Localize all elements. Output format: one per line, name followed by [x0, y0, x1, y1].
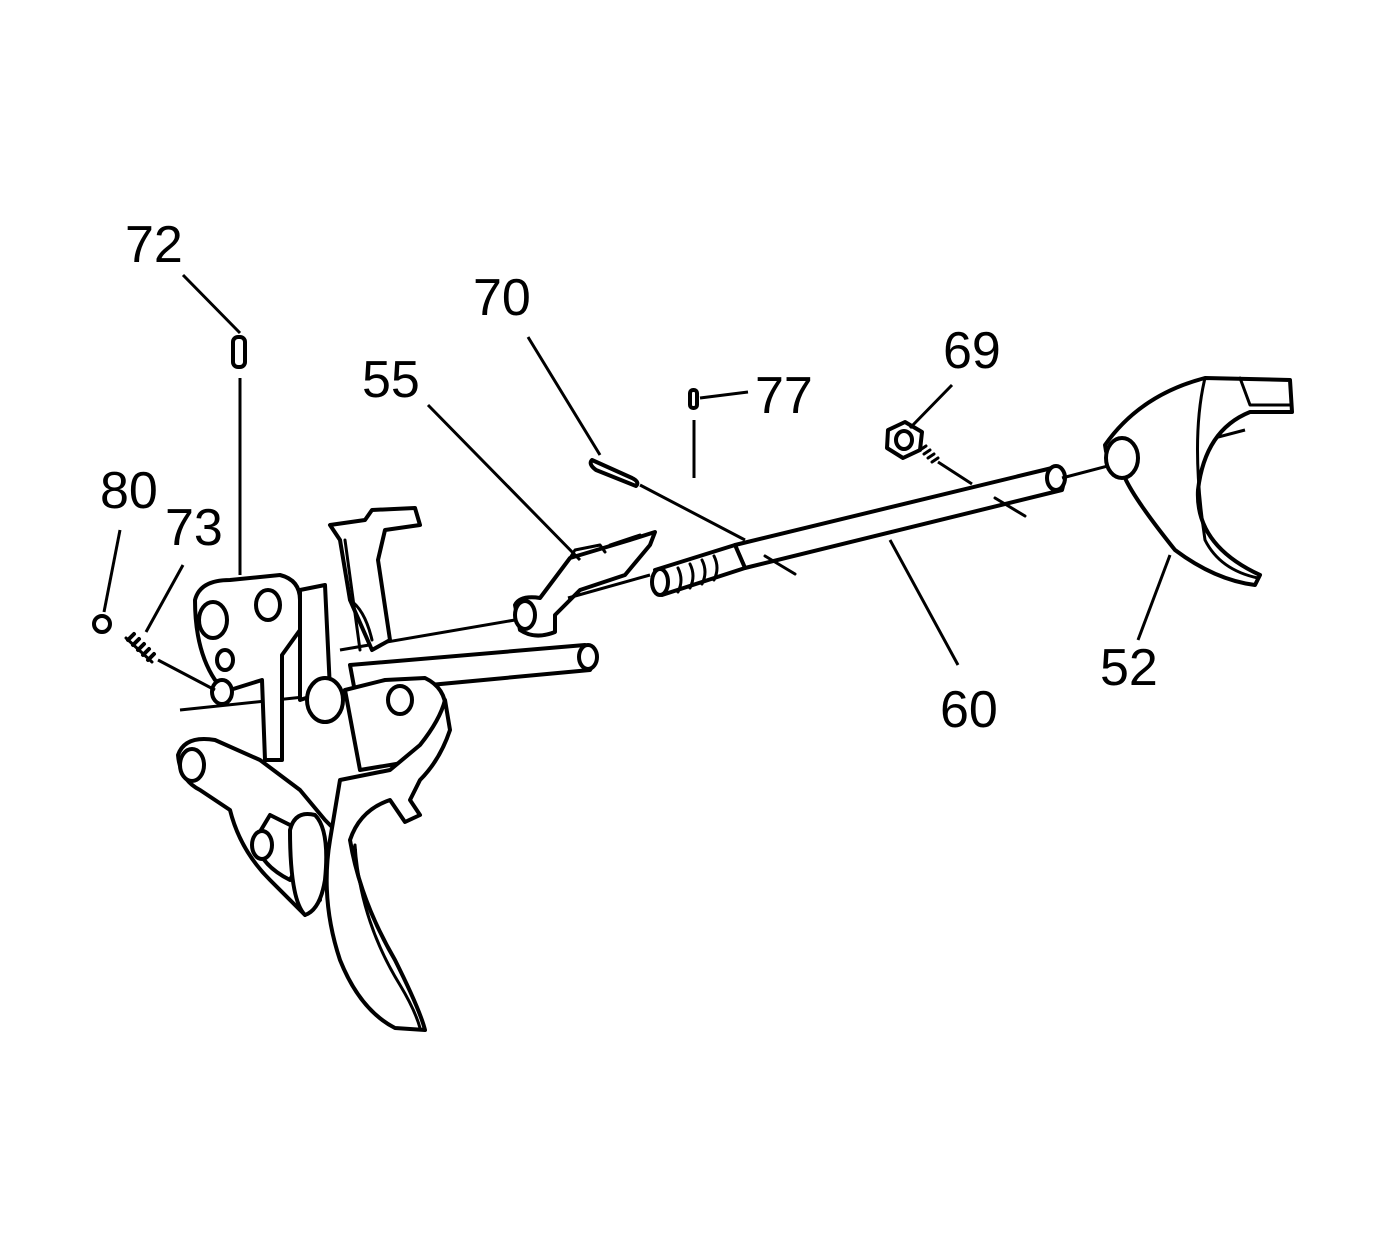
leader-60	[888, 539, 960, 666]
ball-80	[92, 614, 112, 634]
shift-fork-52	[1103, 376, 1294, 587]
callout-80: 80	[100, 462, 158, 520]
leader-55	[426, 403, 582, 562]
callout-55: 55	[362, 351, 420, 409]
pin-72	[231, 335, 247, 575]
leader-77	[699, 390, 749, 400]
shift-lug-55	[513, 530, 657, 638]
callout-77: 77	[755, 367, 813, 425]
callout-72: 72	[125, 216, 183, 274]
callout-60: 60	[940, 681, 998, 739]
callout-52: 52	[1100, 639, 1158, 697]
leader-73	[144, 564, 185, 633]
bolt-69	[885, 420, 973, 486]
spring-73	[124, 632, 216, 692]
rail-detent-section	[650, 543, 747, 597]
left-shift-assembly	[176, 506, 452, 1032]
pin-77	[688, 388, 699, 478]
leader-80	[102, 529, 122, 613]
shift-rail-60	[733, 428, 1246, 576]
leader-69	[908, 383, 954, 430]
callout-73: 73	[165, 499, 223, 557]
callout-70: 70	[473, 269, 531, 327]
leader-72	[181, 273, 242, 335]
roll-pin-70	[588, 458, 746, 542]
leader-70	[526, 336, 602, 456]
leader-52	[1136, 554, 1172, 641]
callout-labels: 72 70 69 55 77 80 73 52 60	[100, 216, 1158, 739]
callout-leaders	[102, 273, 1172, 666]
callout-69: 69	[943, 322, 1001, 380]
